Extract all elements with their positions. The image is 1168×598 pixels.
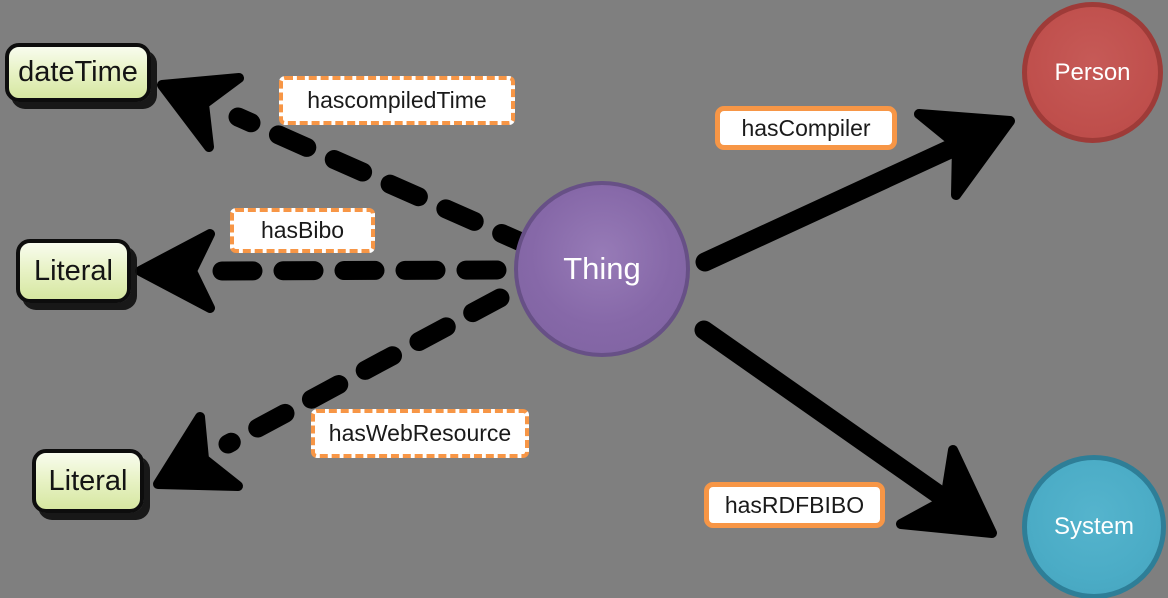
node-datetime-label: dateTime: [18, 56, 138, 88]
node-system: System: [1022, 455, 1166, 598]
node-person-label: Person: [1054, 58, 1131, 86]
edge-label-hasbibo: hasBibo: [230, 208, 375, 253]
node-literal-middle-label: Literal: [34, 254, 113, 287]
node-system-label: System: [1053, 513, 1134, 540]
edge-hasbibo-arrow: [135, 229, 507, 313]
node-thing: Thing: [514, 181, 690, 357]
edge-hasrdfbibo-arrow: [694, 320, 997, 538]
node-literal-bottom-label: Literal: [48, 464, 128, 497]
node-datetime: dateTime: [5, 43, 151, 102]
edge-hascompiledtime-arrow: [157, 73, 540, 256]
edge-label-hascompiler-text: hasCompiler: [741, 114, 871, 141]
edge-hascompiler-arrow: [695, 109, 1015, 272]
edge-label-hascompiledtime: hascompiledTime: [279, 76, 515, 125]
edge-label-hascompiledtime-text: hascompiledTime: [307, 87, 487, 113]
edge-label-hascompiler: hasCompiler: [715, 106, 897, 150]
edge-label-haswebresource: hasWebResource: [311, 409, 529, 458]
edge-label-hasrdfbibo: hasRDFBIBO: [704, 482, 885, 528]
node-person: Person: [1022, 2, 1163, 143]
edge-label-hasrdfbibo-text: hasRDFBIBO: [724, 491, 865, 518]
node-thing-label: Thing: [563, 251, 641, 286]
edge-haswebresource-arrow: [153, 288, 510, 491]
edge-label-hasbibo-text: hasBibo: [260, 217, 345, 243]
edge-label-haswebresource-text: hasWebResource: [328, 420, 512, 446]
node-literal-bottom: Literal: [32, 449, 144, 513]
node-literal-middle: Literal: [16, 239, 131, 303]
